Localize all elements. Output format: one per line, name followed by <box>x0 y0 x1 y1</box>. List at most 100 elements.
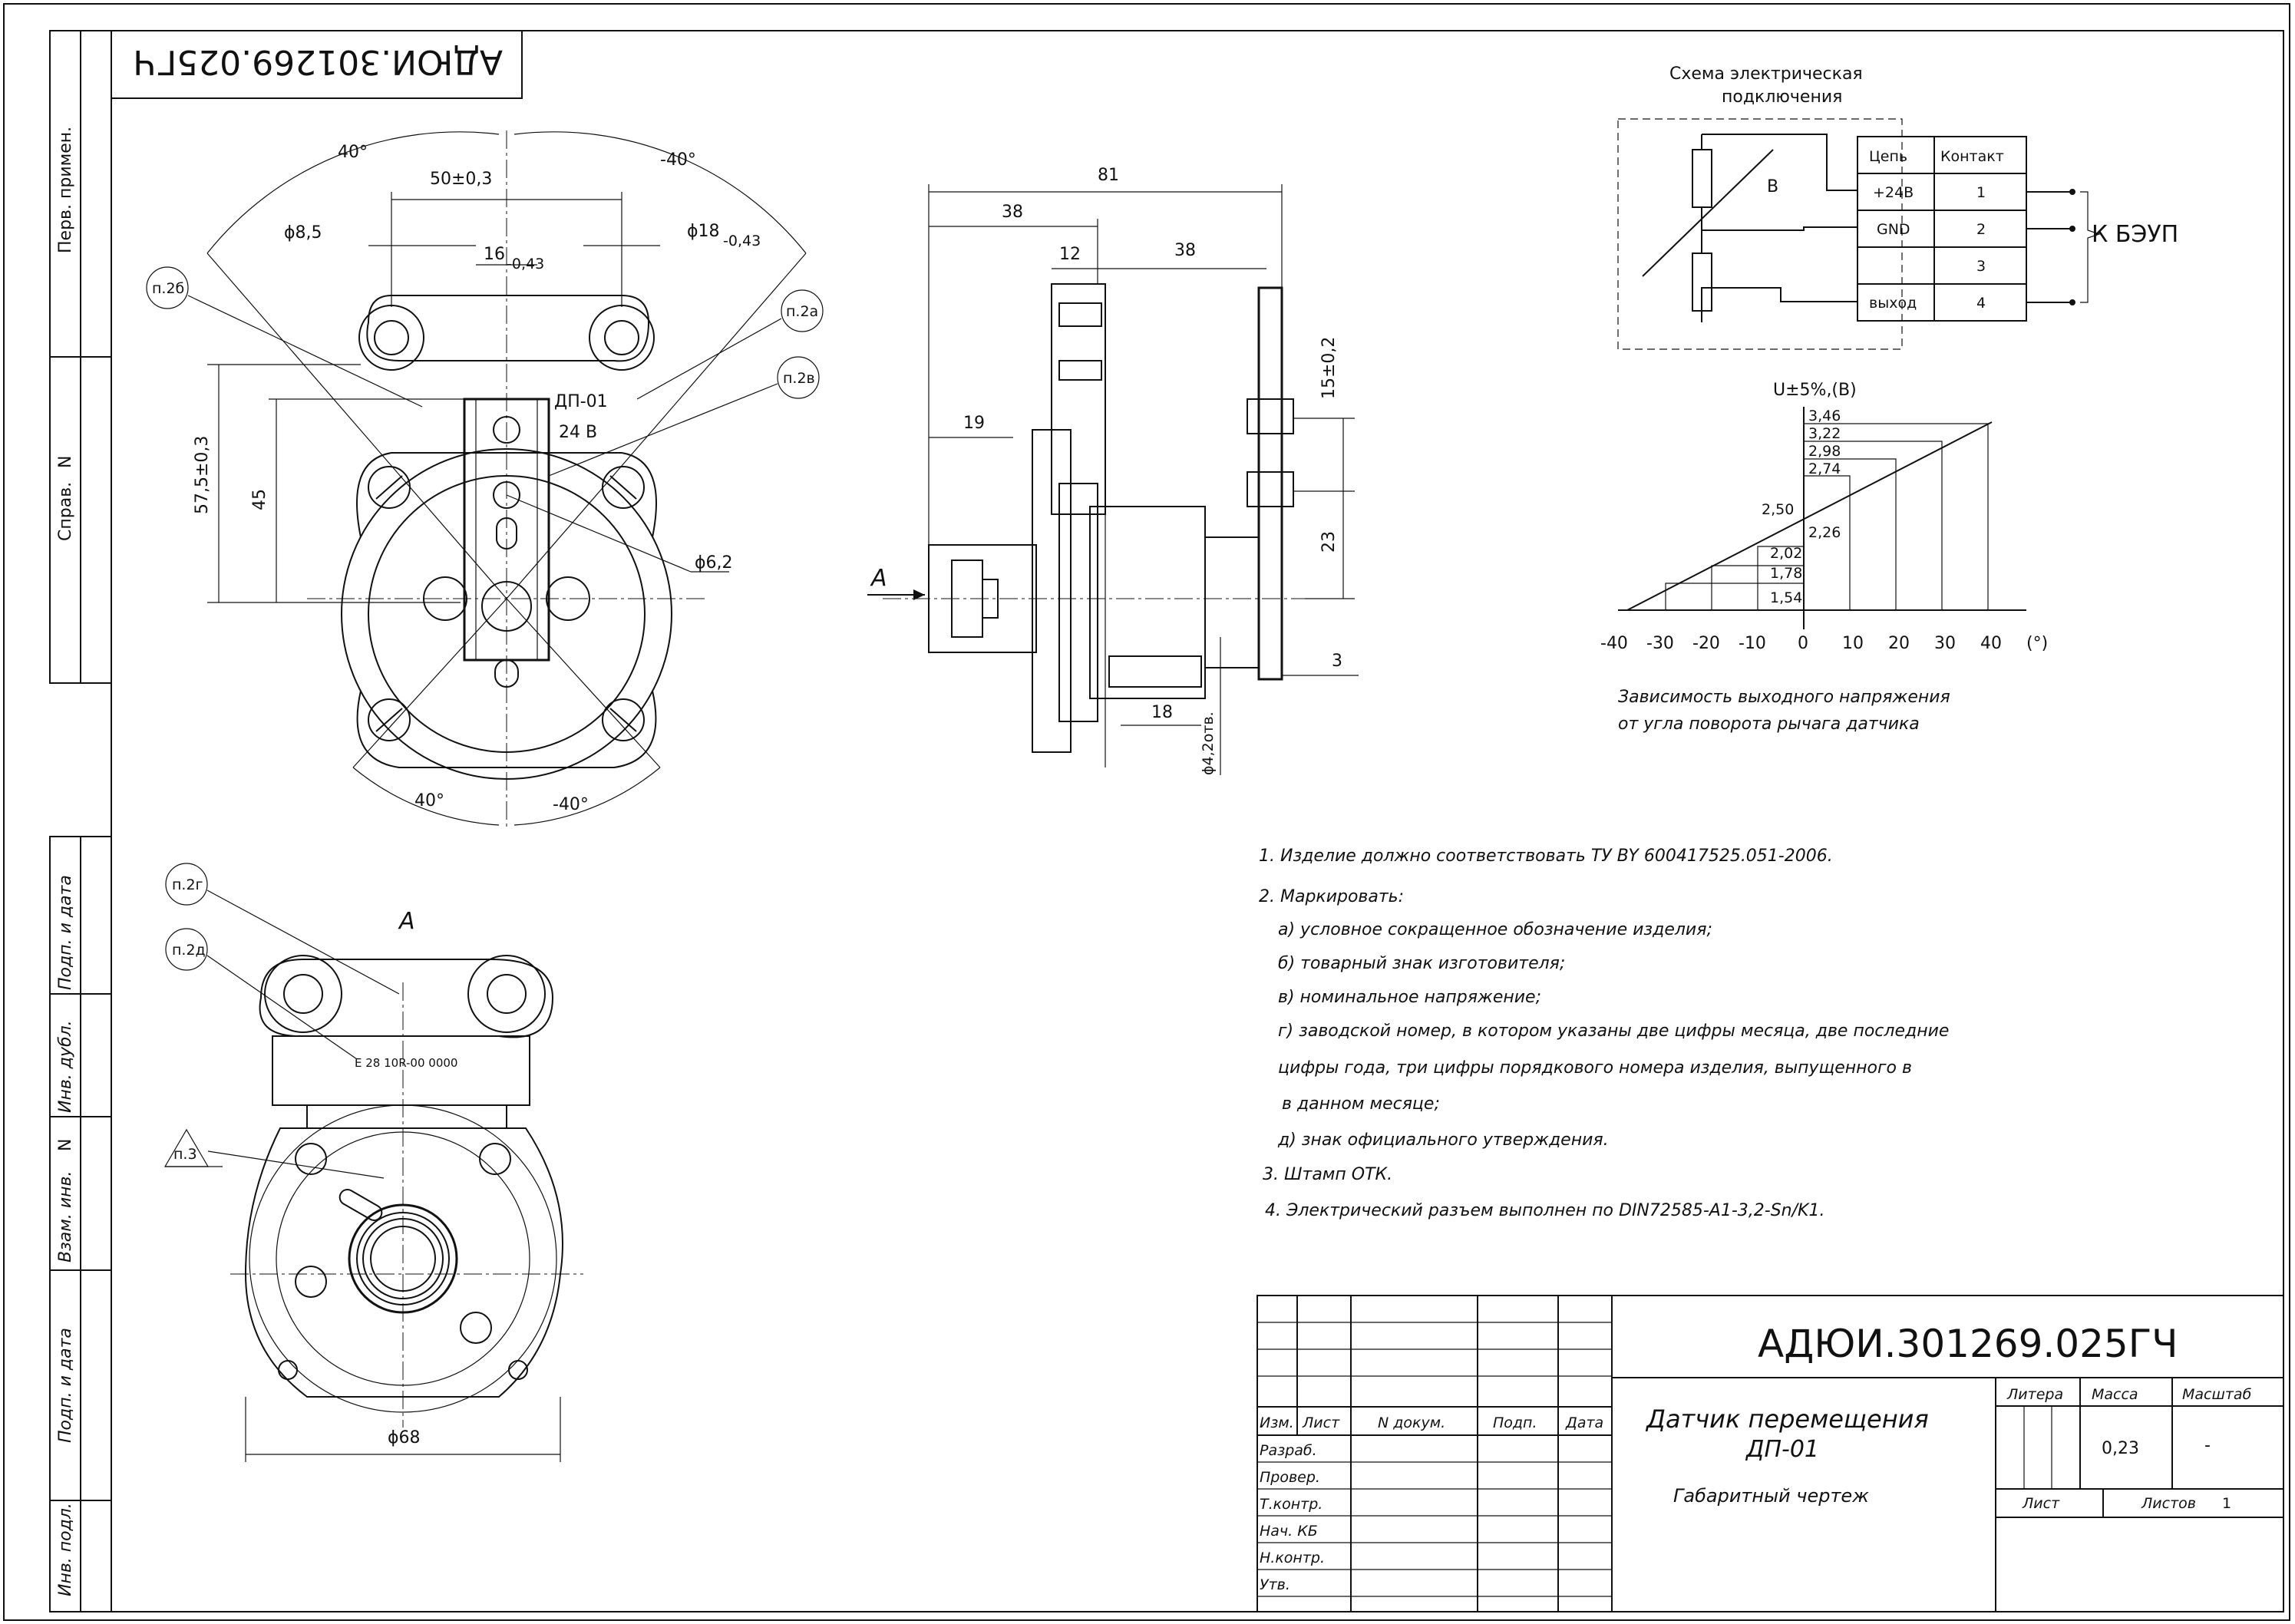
schema-header-contact: Контакт <box>1940 148 2004 165</box>
angle-40-top-right: -40° <box>660 150 696 170</box>
graph-guides <box>1665 423 1989 610</box>
schema-row4-contact: 4 <box>1976 295 1986 312</box>
tb-col-izm: Изм. <box>1260 1414 1294 1431</box>
schema-header-circuit: Цепь <box>1869 148 1907 165</box>
view-a-marking: E 28 10R-00 0000 <box>355 1056 457 1070</box>
tb-masshtab: Масштаб <box>2182 1386 2252 1403</box>
tb-massa-val: 0,23 <box>2102 1439 2139 1458</box>
note-2b: б) товарный знак изготовителя; <box>1278 954 1565 973</box>
stamp-podp-data2: Подп. и дата <box>56 1328 75 1443</box>
graph-y-154: 1,54 <box>1770 589 1802 606</box>
dim-d18-tol: -0,43 <box>723 233 761 249</box>
schema-v-label: В <box>1767 177 1778 196</box>
callout-3: п.3 <box>173 1146 197 1163</box>
schema-row3-contact: 3 <box>1976 258 1986 275</box>
dim-38a: 38 <box>1002 203 1023 222</box>
left-stamp-bottom: Подп. и дата Инв. дубл. N Взам. инв. Под… <box>49 836 112 1612</box>
tb-tkontr: Т.контр. <box>1260 1496 1323 1513</box>
graph-y-322: 3,22 <box>1808 425 1841 442</box>
graph-x-m40: -40 <box>1600 634 1628 653</box>
note-2g: г) заводской номер, в котором указаны дв… <box>1278 1022 1949 1041</box>
stamp-podp-data1: Подп. и дата <box>56 875 75 990</box>
dim-16: 16 <box>484 245 505 264</box>
tb-litera: Литера <box>2006 1386 2063 1403</box>
graph-x-m30: -30 <box>1646 634 1674 653</box>
tb-utv: Утв. <box>1260 1576 1290 1593</box>
left-stamp-top: Перв. примен. N Справ. <box>49 30 112 684</box>
callout-2g: п.2г <box>172 876 203 893</box>
tb-name1: Датчик перемещения <box>1645 1404 1929 1434</box>
top-code-box: АДЮИ.301269.025ГЧ <box>111 30 523 99</box>
dim-d42: ϕ4,2отв. <box>1200 711 1217 775</box>
tb-masshtab-val: - <box>2204 1436 2211 1455</box>
stamp-perv-primen: Перв. примен. <box>56 127 75 253</box>
schema-bezup: К БЭУП <box>2092 221 2178 248</box>
tb-code: АДЮИ.301269.025ГЧ <box>1758 1322 2178 1366</box>
stamp-vzam-inv: Взам. инв. <box>56 1171 75 1263</box>
dim-d68: ϕ68 <box>388 1428 421 1447</box>
graph-x-40: 40 <box>1980 634 2002 653</box>
schema-title1: Схема электрическая <box>1669 64 1863 84</box>
graph-y-250: 2,50 <box>1762 501 1794 518</box>
tb-list: Лист <box>2022 1495 2060 1512</box>
stamp-sprav-n: N <box>56 456 75 468</box>
dim-18: 18 <box>1151 703 1173 722</box>
note-4: 4. Электрический разъем выполнен по DIN7… <box>1265 1201 1824 1220</box>
note-1: 1. Изделие должно соответствовать ТУ BY … <box>1259 847 1833 866</box>
label-24v: 24 В <box>559 423 597 442</box>
note-2g-cont1: цифры года, три цифры порядкового номера… <box>1278 1058 1912 1078</box>
label-dp01: ДП-01 <box>554 392 608 411</box>
dim-16-tol: -0,43 <box>507 256 544 272</box>
sheet-frame <box>3 3 2290 1621</box>
graph-caption1: Зависимость выходного напряжения <box>1618 688 1950 707</box>
schema-title2: подключения <box>1722 87 1842 107</box>
schema-row2-contact: 2 <box>1976 221 1986 238</box>
graph-y-274: 2,74 <box>1808 460 1841 477</box>
angle-40-bottom-right: -40° <box>553 795 589 814</box>
dim-d18: ϕ18 <box>687 222 720 241</box>
schema-row1-circuit: +24В <box>1873 184 1914 201</box>
schema-row1-contact: 1 <box>1976 184 1986 201</box>
graph-y-298: 2,98 <box>1808 443 1841 460</box>
dim-15: 15±0,2 <box>1319 337 1339 399</box>
note-2v: в) номинальное напряжение; <box>1278 988 1541 1007</box>
front-view: ДП-01 24 В 50±0,3 ϕ8,5 16 -0,43 ϕ18 -0,4… <box>146 130 824 829</box>
angle-40-bottom-left: 40° <box>414 791 444 810</box>
tb-nach-kb: Нач. КБ <box>1260 1523 1318 1540</box>
callout-2a: п.2а <box>786 303 818 320</box>
graph-caption2: от угла поворота рычага датчика <box>1618 715 1920 734</box>
electrical-schema: Схема электрическая подключения В Цепь К… <box>1617 64 2178 350</box>
tb-listov: Листов <box>2141 1495 2196 1512</box>
dim-23: 23 <box>1319 531 1339 553</box>
graph-x-0: 0 <box>1798 634 1808 653</box>
tb-razrab: Разраб. <box>1260 1442 1317 1459</box>
stamp-inv-dubl: Инв. дубл. <box>56 1020 75 1113</box>
graph-y-202: 2,02 <box>1770 545 1802 562</box>
tb-col-podp: Подп. <box>1493 1414 1537 1431</box>
graph-x-m20: -20 <box>1692 634 1720 653</box>
dim-19: 19 <box>963 414 985 433</box>
stamp-inv-dubl-n: N <box>56 1139 75 1151</box>
stamp-sprav: Справ. <box>56 482 75 541</box>
tb-col-list: Лист <box>1302 1414 1340 1431</box>
graph-x-30: 30 <box>1934 634 1956 653</box>
note-2a: а) условное сокращенное обозначение изде… <box>1278 920 1712 939</box>
dim-d62: ϕ6,2 <box>695 553 733 573</box>
note-3: 3. Штамп ОТК. <box>1263 1165 1392 1184</box>
graph-ylabel: U±5%,(В) <box>1773 381 1857 400</box>
schema-row2-circuit: GND <box>1877 221 1910 238</box>
graph-y-226: 2,26 <box>1808 524 1841 541</box>
dim-45: 45 <box>250 489 269 510</box>
dim-50: 50±0,3 <box>430 170 492 189</box>
view-a-title: А <box>398 908 415 935</box>
stamp-inv-podl: Инв. подл. <box>56 1503 75 1596</box>
tb-col-ndokum: N докум. <box>1378 1414 1445 1431</box>
graph-x-m10: -10 <box>1739 634 1766 653</box>
graph-x-20: 20 <box>1888 634 1910 653</box>
dim-12: 12 <box>1059 245 1081 264</box>
graph-x-unit: (°) <box>2026 634 2048 653</box>
tb-doc-type: Габаритный чертеж <box>1673 1485 1869 1507</box>
graph-y-178: 1,78 <box>1770 565 1802 582</box>
top-code-text: АДЮИ.301269.025ГЧ <box>133 42 503 81</box>
